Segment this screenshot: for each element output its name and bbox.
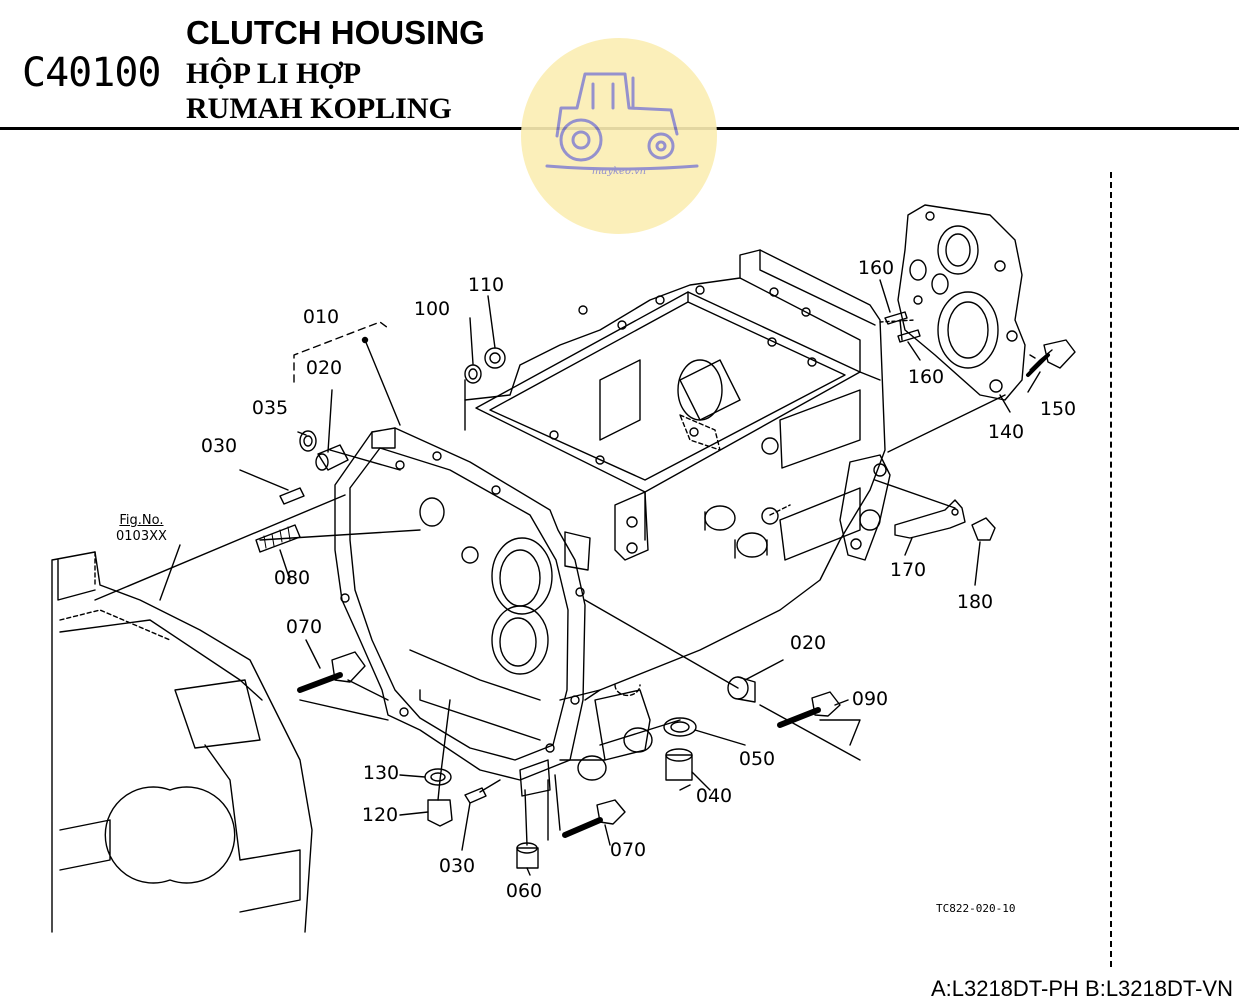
housing-flange bbox=[334, 427, 586, 781]
title-indonesian: RUMAH KOPLING bbox=[186, 92, 452, 125]
callout-170[interactable]: 170 bbox=[889, 559, 927, 581]
title-english: CLUTCH HOUSING bbox=[186, 14, 485, 51]
callout-050[interactable]: 050 bbox=[738, 748, 776, 770]
bracket bbox=[894, 499, 966, 539]
callout-090[interactable]: 090 bbox=[851, 688, 889, 710]
callout-070-left[interactable]: 070 bbox=[285, 616, 323, 638]
tractor-icon bbox=[545, 72, 699, 171]
figure-reference: Fig.No. 0103XX bbox=[116, 513, 167, 545]
transmission-case bbox=[464, 249, 886, 701]
callout-020-lower[interactable]: 020 bbox=[789, 632, 827, 654]
callout-130[interactable]: 130 bbox=[362, 762, 400, 784]
callout-060[interactable]: 060 bbox=[505, 880, 543, 902]
callout-100[interactable]: 100 bbox=[413, 298, 451, 320]
figure-ref-number: 0103XX bbox=[116, 529, 167, 544]
callout-160-lower[interactable]: 160 bbox=[907, 366, 945, 388]
callout-030-lower[interactable]: 030 bbox=[438, 855, 476, 877]
callout-110[interactable]: 110 bbox=[467, 274, 505, 296]
callout-120[interactable]: 120 bbox=[361, 804, 399, 826]
callout-160-upper[interactable]: 160 bbox=[857, 257, 895, 279]
rear-cover bbox=[897, 204, 1026, 401]
callout-080[interactable]: 080 bbox=[273, 567, 311, 589]
page-divider bbox=[1110, 172, 1112, 967]
figure-ref-label: Fig.No. bbox=[119, 513, 164, 528]
callout-020-upper[interactable]: 020 bbox=[305, 357, 343, 379]
callout-140[interactable]: 140 bbox=[987, 421, 1025, 443]
title-vietnamese: HỘP LI HỢP bbox=[186, 57, 362, 90]
watermark-logo: maykeo.vn bbox=[521, 38, 717, 234]
engine-block bbox=[51, 551, 313, 933]
callout-180[interactable]: 180 bbox=[956, 591, 994, 613]
callout-030-left[interactable]: 030 bbox=[200, 435, 238, 457]
watermark-text: maykeo.vn bbox=[591, 166, 647, 177]
callout-150[interactable]: 150 bbox=[1039, 398, 1077, 420]
catalog-code: C40100 bbox=[22, 50, 161, 96]
callout-035[interactable]: 035 bbox=[251, 397, 289, 419]
illustration-code: TC822-020-10 bbox=[936, 902, 1016, 915]
callout-040[interactable]: 040 bbox=[695, 785, 733, 807]
callout-010[interactable]: 010 bbox=[302, 306, 340, 328]
callout-070-lower[interactable]: 070 bbox=[609, 839, 647, 861]
footer-models: A:L3218DT-PH B:L3218DT-VN bbox=[930, 976, 1233, 1001]
